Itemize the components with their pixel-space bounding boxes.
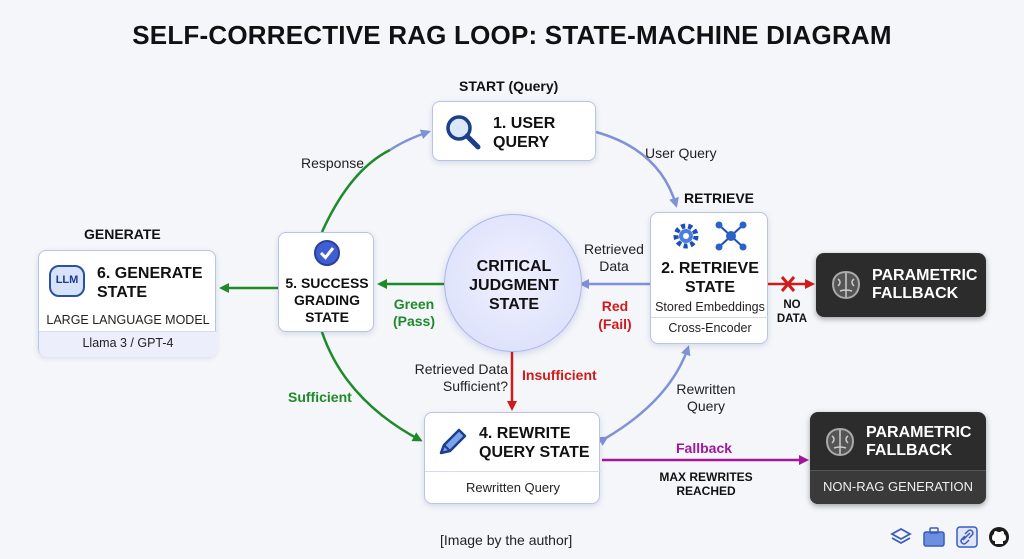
edge-label-fallback: Fallback — [676, 440, 733, 456]
edge-rewritten-query — [597, 345, 691, 446]
node-generate-state: LLM 6. GENERATE STATE LARGE LANGUAGE MOD… — [38, 250, 217, 357]
edge-label-green: Green — [393, 296, 435, 312]
node-generate-sub1: LARGE LANGUAGE MODEL — [46, 313, 210, 327]
edge-label-retrieved-sufficient-2: Sufficient? — [442, 378, 508, 394]
page-title: SELF-CORRECTIVE RAG LOOP: STATE-MACHINE … — [132, 20, 892, 50]
gear-icon — [673, 223, 699, 249]
generate-label: GENERATE — [84, 226, 161, 242]
edge-user-query — [595, 130, 679, 208]
edge-response-blue — [389, 129, 431, 152]
layers-icon[interactable] — [890, 526, 912, 548]
edge-label-response: Response — [301, 155, 365, 171]
node-critical-line2: JUDGMENT — [469, 277, 559, 294]
x-mark-icon — [780, 276, 796, 292]
node-rewrite-line1: 4. REWRITE — [479, 425, 571, 442]
fallback-top-line1: PARAMETRIC — [872, 267, 978, 284]
node-critical-line3: STATE — [488, 296, 540, 313]
edge-label-retrieved-sufficient: Retrieved Data Sufficient? — [408, 361, 508, 395]
search-icon — [446, 115, 481, 150]
node-retrieve-sub2: Cross-Encoder — [668, 321, 752, 335]
node-retrieve-line1: 2. RETRIEVE — [661, 260, 759, 277]
node-success-grading: 5. SUCCESS GRADING STATE — [278, 232, 374, 332]
github-icon[interactable] — [988, 526, 1010, 548]
edge-label-red: Red — [601, 298, 629, 314]
edge-response-green — [320, 148, 391, 233]
edge-label-retrieved-data-1: Retrieved — [584, 241, 644, 257]
node-generate-line2: STATE — [97, 284, 148, 301]
edge-label-max-rewrites: MAX REWRITES REACHED — [650, 470, 762, 498]
node-critical-judgment: CRITICAL JUDGMENT STATE — [444, 214, 582, 352]
retrieve-label: RETRIEVE — [684, 190, 755, 206]
edge-label-fail: (Fail) — [598, 316, 632, 332]
fallback-bottom-line1: PARAMETRIC — [866, 424, 972, 441]
brain-icon — [831, 270, 861, 300]
edge-label-insufficient: Insufficient — [522, 367, 597, 383]
node-success-line1: 5. SUCCESS — [285, 275, 369, 291]
check-badge-icon — [314, 240, 340, 266]
edge-sufficient — [320, 331, 423, 442]
pencil-icon — [439, 428, 467, 455]
node-rewrite-sub: Rewritten Query — [466, 480, 560, 495]
fallback-bottom-sub: NON-RAG GENERATION — [823, 479, 973, 494]
llm-brain-icon: LLM — [49, 265, 85, 297]
footer-credit: [Image by the author] — [440, 532, 573, 548]
edge-label-data: DATA — [776, 313, 808, 325]
edge-label-no: NO — [783, 299, 801, 311]
edge-label-max-rewrites-1: MAX REWRITES — [659, 470, 753, 484]
briefcase-icon[interactable] — [922, 526, 946, 548]
node-user-query-line2: QUERY — [493, 134, 550, 151]
edge-label-user-query: User Query — [645, 145, 717, 161]
start-label: START (Query) — [459, 78, 559, 94]
edge-label-red-fail: Red (Fail) — [590, 297, 640, 333]
node-user-query: 1. USER QUERY — [432, 101, 596, 161]
brain-icon — [825, 427, 855, 457]
edge-label-retrieved-data-2: Data — [599, 258, 629, 274]
node-parametric-fallback-bottom: PARAMETRIC FALLBACK NON-RAG GENERATION — [810, 412, 986, 504]
node-generate-line1: 6. GENERATE — [97, 265, 203, 282]
edge-label-retrieved-sufficient-1: Retrieved Data — [414, 361, 508, 377]
edge-label-query: Query — [686, 398, 726, 414]
edge-label-no-data: NO DATA — [770, 298, 814, 326]
node-success-line2: GRADING — [293, 292, 361, 308]
node-success-line3: STATE — [305, 309, 349, 325]
edge-label-pass: (Pass) — [392, 313, 436, 329]
node-rewrite-query: 4. REWRITE QUERY STATE Rewritten Query — [424, 412, 601, 504]
node-user-query-line1: 1. USER — [493, 115, 556, 132]
node-rewrite-line2: QUERY STATE — [479, 444, 590, 461]
node-parametric-fallback-top: PARAMETRIC FALLBACK — [816, 253, 986, 317]
fallback-bottom-line2: FALLBACK — [866, 442, 953, 459]
edge-label-retrieved-data: Retrieved Data — [578, 241, 650, 275]
edge-label-rewritten-query: Rewritten Query — [668, 381, 744, 415]
node-retrieve-state: 2. RETRIEVE STATE Stored Embeddings Cros… — [650, 212, 769, 344]
fallback-top-line2: FALLBACK — [872, 285, 959, 302]
edge-label-green-pass: Green (Pass) — [386, 296, 442, 330]
node-retrieve-sub1: Stored Embeddings — [655, 300, 765, 314]
link-icon[interactable] — [956, 526, 978, 548]
edge-label-rewritten: Rewritten — [676, 381, 736, 397]
node-generate-sub2: Llama 3 / GPT-4 — [82, 336, 174, 350]
node-critical-line1: CRITICAL — [476, 258, 552, 275]
network-icon — [715, 221, 747, 251]
edge-label-sufficient: Sufficient — [288, 389, 352, 405]
node-retrieve-line2: STATE — [684, 279, 736, 296]
edge-label-max-rewrites-2: REACHED — [676, 484, 736, 498]
